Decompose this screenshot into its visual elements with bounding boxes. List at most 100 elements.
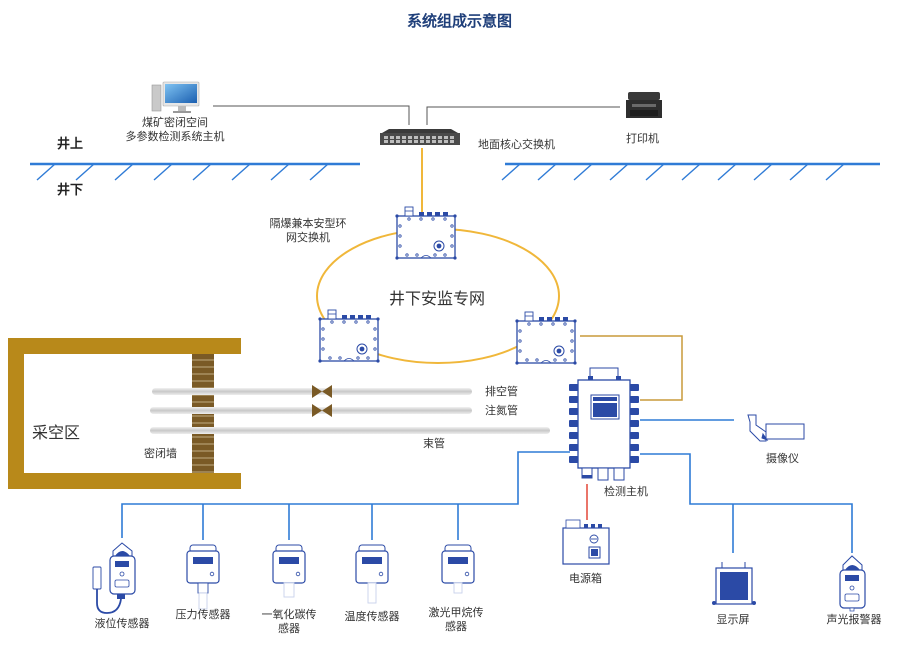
sensor-label: 一氧化碳传 感器 xyxy=(249,608,329,636)
cable-gland xyxy=(630,432,639,439)
ground-hatch xyxy=(537,163,557,181)
switch-port xyxy=(450,140,454,143)
detector-label: 检测主机 xyxy=(604,485,648,498)
switch-port xyxy=(426,140,430,143)
switch-port xyxy=(384,140,388,143)
ground-line-left xyxy=(30,162,360,181)
ground-hatch xyxy=(153,163,173,181)
cable-gland xyxy=(569,408,578,415)
switch-port xyxy=(402,140,406,143)
ground-hatch xyxy=(717,163,737,181)
computer-icon xyxy=(151,81,200,113)
ground-hatch xyxy=(825,163,845,181)
cable-gland xyxy=(630,396,639,403)
printer-label: 打印机 xyxy=(626,132,659,145)
sensor-label: 压力传感器 xyxy=(175,608,231,621)
ground-hatch xyxy=(645,163,665,181)
core-switch-label: 地面核心交换机 xyxy=(478,138,555,151)
display-icon xyxy=(712,562,756,605)
seal-wall-label: 密闭墙 xyxy=(144,447,177,460)
switch-port xyxy=(450,136,454,139)
ring-network-label: 井下安监专网 xyxy=(389,289,486,308)
cable-gland xyxy=(569,420,578,427)
temperature-sensor-icon xyxy=(355,544,389,604)
switch-port xyxy=(396,140,400,143)
liquid-level-sensor-icon xyxy=(92,542,136,614)
ring-switch-label-line2: 网交换机 xyxy=(286,231,330,244)
switch-icon xyxy=(380,129,460,145)
surface-ethernet-links xyxy=(213,105,620,125)
ground-hatch xyxy=(789,163,809,181)
ground-hatch xyxy=(573,163,593,181)
cable-gland xyxy=(569,456,578,463)
sensor-label: 液位传感器 xyxy=(94,617,150,630)
ground-hatch xyxy=(501,163,521,181)
ground-hatch xyxy=(681,163,701,181)
detector-host-icon xyxy=(569,367,639,481)
ring-switch-right xyxy=(514,311,578,366)
ground-hatch xyxy=(114,163,134,181)
ground-hatch xyxy=(753,163,773,181)
camera-label: 摄像仪 xyxy=(766,452,799,465)
switch-port xyxy=(426,136,430,139)
display-label: 显示屏 xyxy=(716,613,750,626)
switch-port xyxy=(402,136,406,139)
cable-gland xyxy=(630,408,639,415)
fiber-to-detector xyxy=(580,335,683,401)
ring-switch-top xyxy=(394,206,458,261)
ring-switch-label-line1: 隔爆兼本安型环 xyxy=(269,217,347,230)
cable-gland xyxy=(630,444,639,451)
switch-port xyxy=(432,136,436,139)
ground-hatch xyxy=(192,163,212,181)
switch-port xyxy=(414,136,418,139)
ground-hatch xyxy=(231,163,251,181)
ground-hatch xyxy=(609,163,629,181)
sensor-label-line1: 一氧化碳传 xyxy=(261,608,317,621)
switch-port xyxy=(444,136,448,139)
alarm-label: 声光报警器 xyxy=(826,613,882,626)
ring-switch-left xyxy=(317,309,381,364)
switch-port xyxy=(438,136,442,139)
switch-port xyxy=(432,140,436,143)
ground-hatch xyxy=(270,163,290,181)
host-label: 煤矿密闭空间 多参数检测系统主机 xyxy=(110,116,240,144)
alarm-icon xyxy=(839,555,866,612)
switch-port xyxy=(390,140,394,143)
switch-port xyxy=(420,136,424,139)
goaf-wall xyxy=(8,338,241,489)
switch-port xyxy=(444,140,448,143)
switch-port xyxy=(396,136,400,139)
sensor-label: 温度传感器 xyxy=(344,610,400,623)
ground-hatch xyxy=(36,163,56,181)
diagram-title: 系统组成示意图 xyxy=(406,12,512,30)
output-bus xyxy=(640,419,853,553)
power-box-icon xyxy=(562,519,610,565)
cable-gland xyxy=(569,384,578,391)
sensor-bus xyxy=(121,451,570,540)
co-sensor-icon xyxy=(272,544,306,598)
cable-gland xyxy=(630,456,639,463)
cable-gland xyxy=(569,444,578,451)
power-box-label: 电源箱 xyxy=(569,572,602,585)
sensor-label-line1: 激光甲烷传 xyxy=(428,606,484,619)
pipe-label-nitrogen: 注氮管 xyxy=(485,404,518,417)
cable-gland xyxy=(630,420,639,427)
switch-port xyxy=(420,140,424,143)
ring-switch-label: 隔爆兼本安型环 网交换机 xyxy=(258,217,358,245)
sensor-label-line2: 感器 xyxy=(278,622,300,635)
camera-icon xyxy=(747,414,805,442)
switch-port xyxy=(384,136,388,139)
methane-sensor-icon xyxy=(441,544,475,594)
pipe-label-bundle: 束管 xyxy=(423,437,445,450)
pressure-sensor-icon xyxy=(186,544,220,610)
ground-line-right xyxy=(501,162,880,181)
goaf-label: 采空区 xyxy=(32,423,81,442)
switch-port xyxy=(414,140,418,143)
switch-port xyxy=(390,136,394,139)
below-ground-label: 井下 xyxy=(57,183,84,198)
switch-port xyxy=(408,136,412,139)
host-label-line2: 多参数检测系统主机 xyxy=(125,130,225,143)
ground-hatch xyxy=(75,163,95,181)
